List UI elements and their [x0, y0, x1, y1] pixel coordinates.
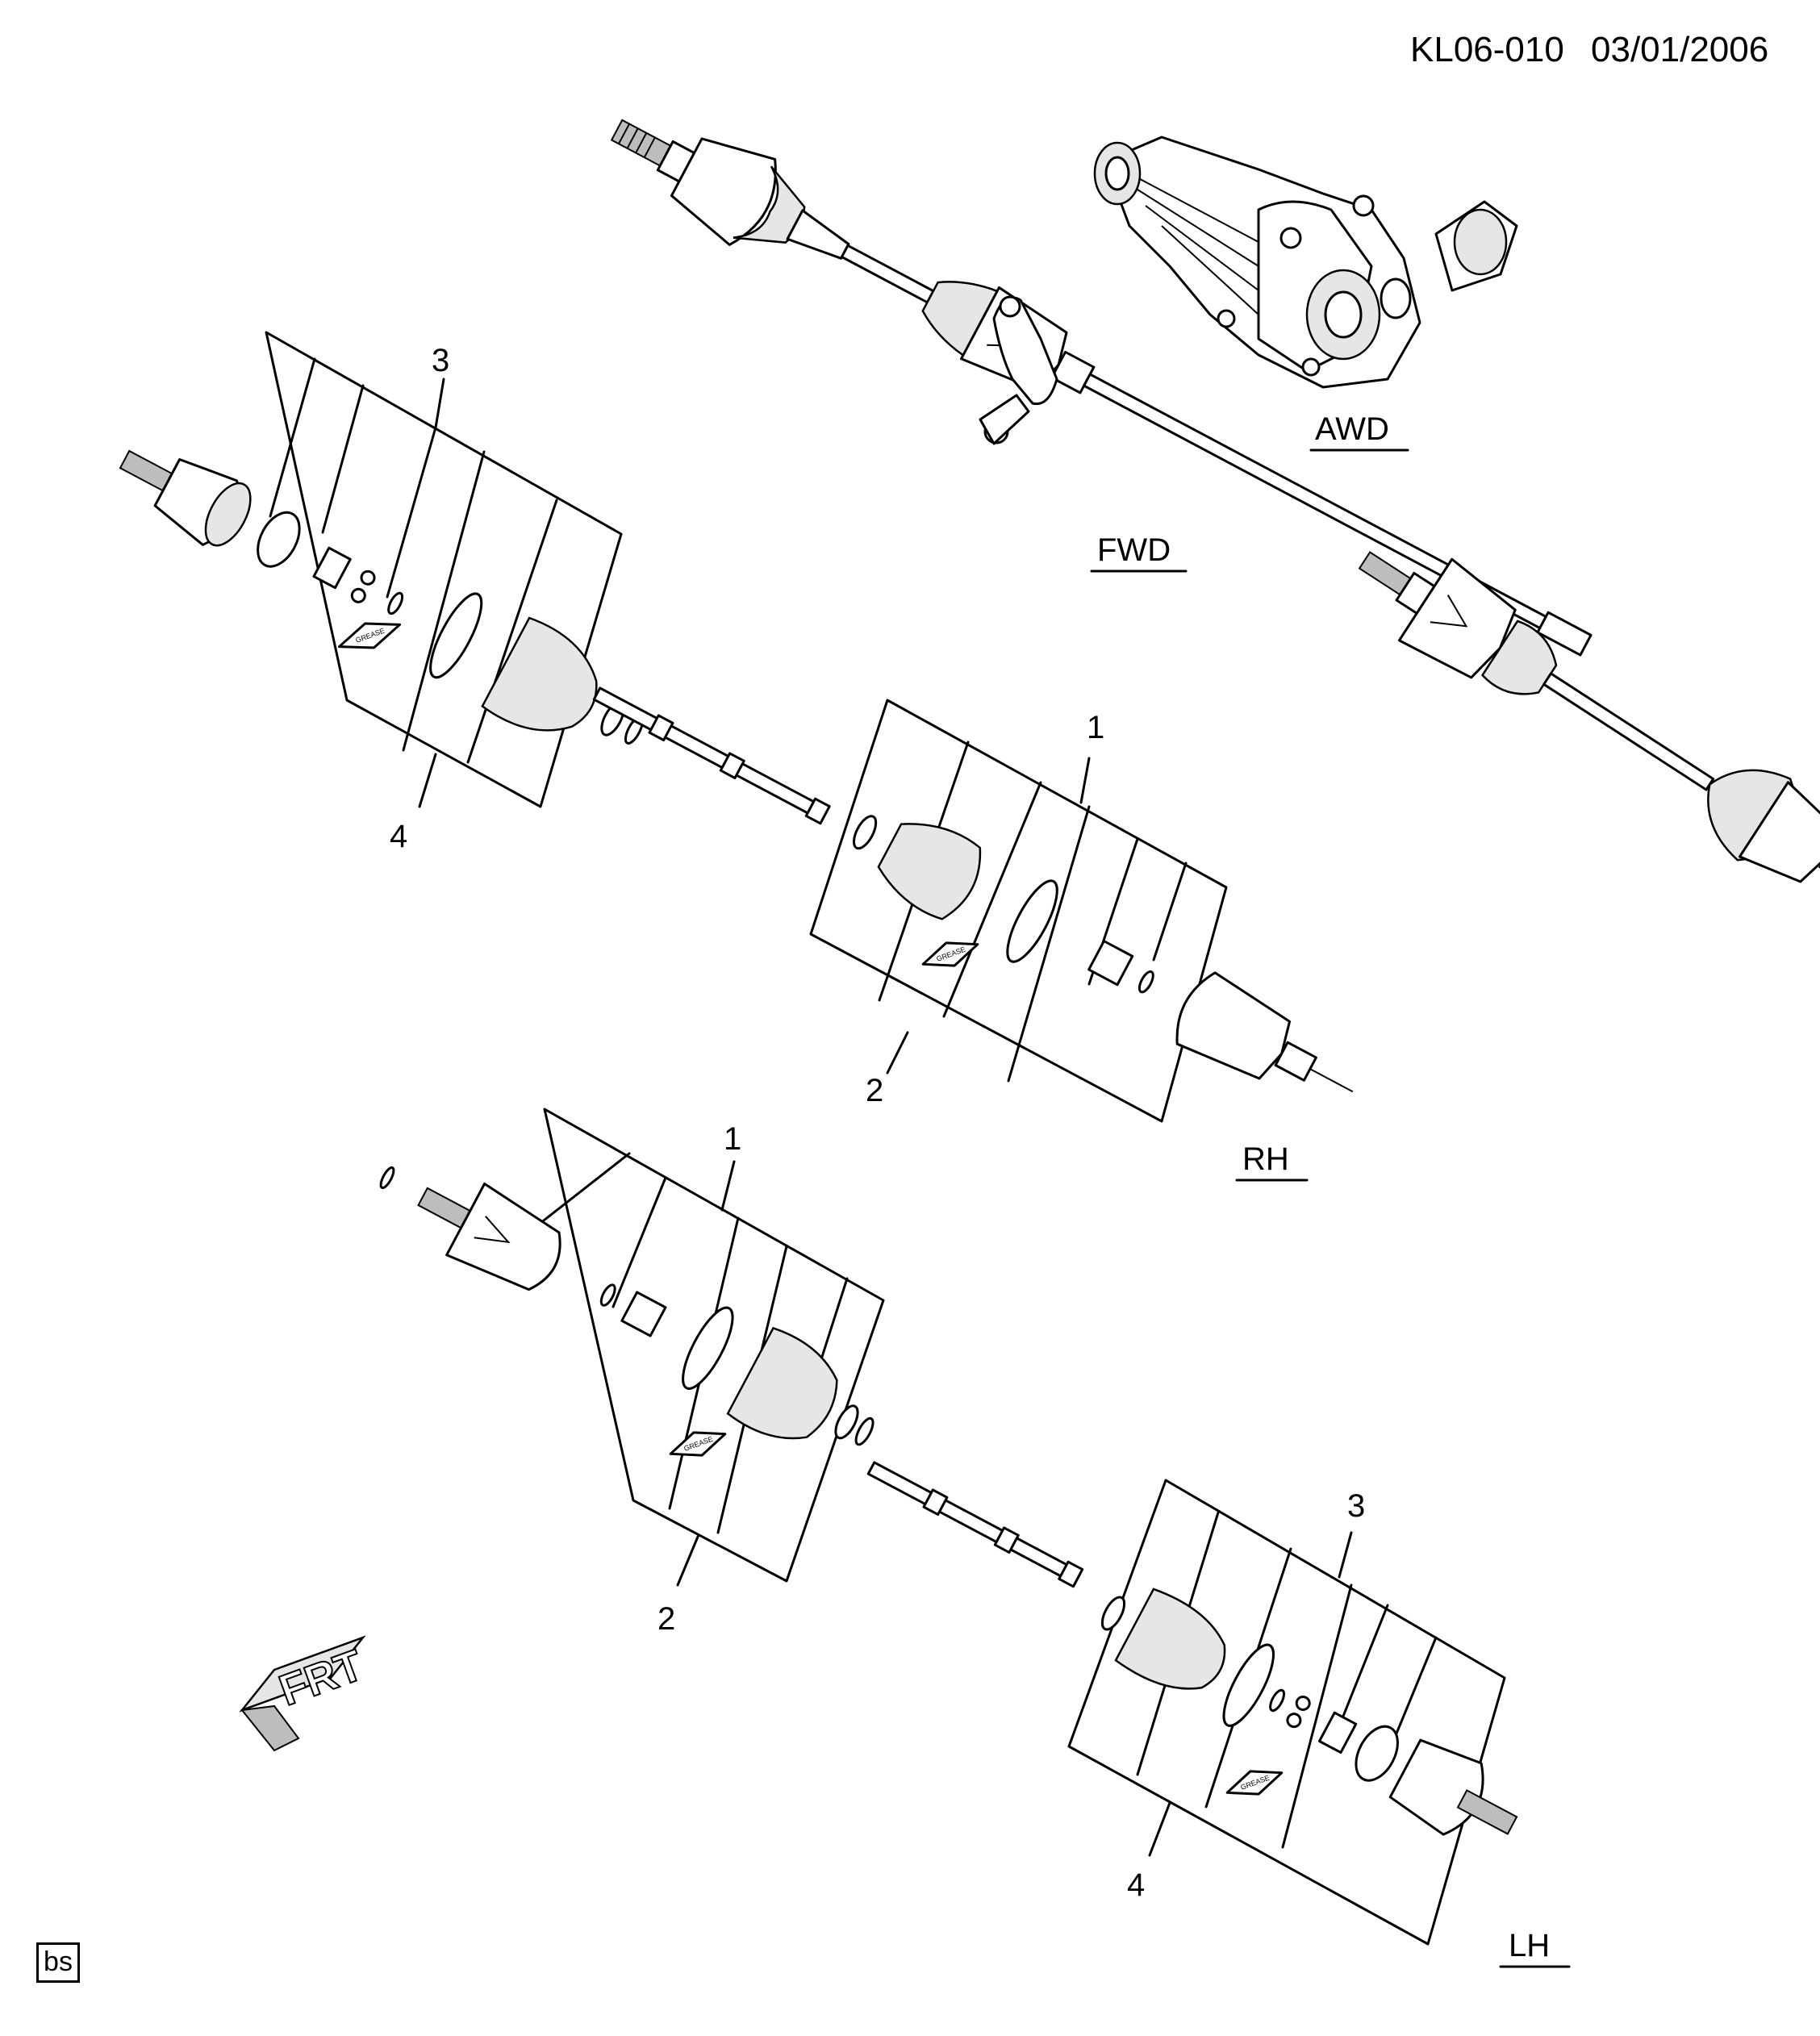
lh-callout-2: 2 — [657, 1601, 675, 1637]
lh-callout-4: 4 — [1127, 1867, 1145, 1903]
svg-text:LH: LH — [1509, 1928, 1550, 1963]
fwd-axle-assembly — [1358, 551, 1820, 899]
transfer-unit — [1093, 136, 1518, 389]
diagram-code: KL06-010 — [1410, 30, 1564, 69]
rh-callout-2: 2 — [866, 1073, 883, 1108]
frt-text: FRT — [273, 1641, 369, 1715]
svg-text:RH: RH — [1242, 1141, 1289, 1177]
svg-text:FWD: FWD — [1097, 532, 1171, 568]
rh-exploded-assembly: 3 4 GREASE — [119, 331, 1354, 1123]
lh-callout-3: 3 — [1347, 1488, 1365, 1524]
rh-callout-4: 4 — [390, 819, 407, 854]
awd-label: AWD — [1309, 411, 1409, 452]
lh-label: LH — [1499, 1928, 1571, 1968]
footer-badge: bs — [36, 1942, 80, 1983]
lh-exploded-assembly: 1 2 GREASE — [379, 1108, 1518, 1946]
fwd-label: FWD — [1090, 532, 1188, 573]
header: KL06-010 03/01/2006 — [1410, 30, 1768, 69]
svg-text:AWD: AWD — [1315, 411, 1389, 447]
lh-callout-1: 1 — [724, 1121, 741, 1157]
awd-axle-assembly — [610, 119, 1592, 657]
diagram-date: 03/01/2006 — [1591, 30, 1768, 69]
rh-callout-1: 1 — [1087, 710, 1104, 745]
rh-label: RH — [1235, 1141, 1309, 1182]
front-direction-icon: FRT — [239, 1635, 370, 1752]
rh-callout-3: 3 — [432, 343, 449, 378]
